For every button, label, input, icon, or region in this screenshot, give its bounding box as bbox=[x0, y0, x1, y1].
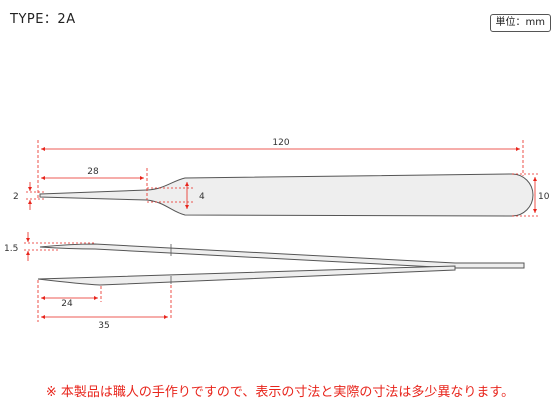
dim-neck-width bbox=[147, 182, 194, 209]
dim-total-length-label: 120 bbox=[272, 138, 289, 148]
tweezers-side-lower-arm bbox=[37, 265, 456, 286]
dim-point-taper-label: 24 bbox=[61, 299, 73, 309]
dim-total-length bbox=[37, 140, 524, 200]
dim-tip-length-label: 28 bbox=[87, 167, 99, 177]
dim-tip-width-label: 2 bbox=[13, 192, 19, 202]
dim-tip-thickness bbox=[24, 232, 96, 261]
unit-label: 単位：mm bbox=[489, 14, 551, 32]
tweezers-side-upper-arm bbox=[39, 243, 525, 269]
dim-point-taper bbox=[37, 280, 102, 322]
dim-tip-width bbox=[26, 182, 44, 210]
dim-side-taper-label: 35 bbox=[98, 321, 109, 331]
tweezers-top-view bbox=[39, 173, 534, 217]
dim-tip-thickness-label: 1.5 bbox=[4, 244, 18, 254]
dim-side-taper bbox=[41, 285, 172, 320]
dim-neck-width-label: 4 bbox=[199, 192, 205, 202]
dim-body-width bbox=[512, 173, 540, 217]
disclaimer-note: ※ 本製品は職人の手作りですので、表示の寸法と実際の寸法は多少異なります。 bbox=[45, 385, 515, 400]
dim-tip-length bbox=[41, 168, 148, 200]
type-title: TYPE：2A bbox=[10, 12, 76, 27]
dim-body-width-label: 10 bbox=[538, 192, 550, 202]
